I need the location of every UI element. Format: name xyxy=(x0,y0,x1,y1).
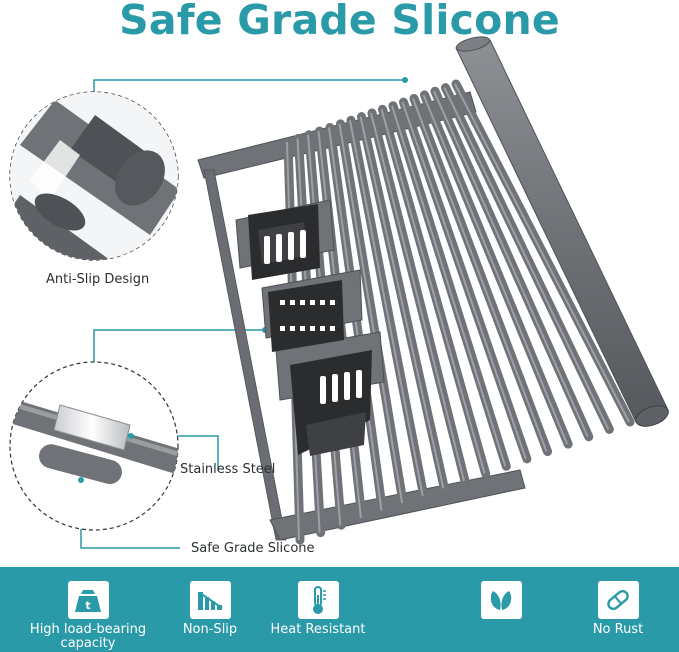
rack-rod-highlight xyxy=(370,112,465,482)
rack-rod-highlight xyxy=(359,116,445,489)
caddy-hole xyxy=(300,326,305,331)
caddy-hole xyxy=(280,326,285,331)
caddy-hole xyxy=(280,300,285,305)
feature-label: High load-bearing capacity xyxy=(29,622,147,651)
caddy-slot xyxy=(344,372,350,400)
silicone-label: Safe Grade Slicone xyxy=(191,541,315,556)
caddy-slot xyxy=(288,232,294,260)
feature-load: t High load-bearing capacity xyxy=(28,581,148,651)
rack-rod-highlight xyxy=(433,90,589,438)
feature-non-slip: Non-Slip xyxy=(150,581,270,637)
stainless-steel-label: Stainless Steel xyxy=(180,462,276,477)
rack-rod-highlight xyxy=(454,83,630,423)
svg-text:t: t xyxy=(85,599,90,612)
weight-icon: t xyxy=(67,581,109,619)
feature-no-rust: No Rust xyxy=(558,581,678,637)
rack-rod-highlight xyxy=(412,98,548,452)
rack-rod-highlight xyxy=(380,109,486,474)
feature-heat: Heat Resistant xyxy=(258,581,378,637)
feature-label: No Rust xyxy=(592,622,644,637)
caddy-hole xyxy=(310,300,315,305)
stainless-steel-callout xyxy=(9,327,268,549)
utensil-caddy xyxy=(235,199,385,456)
caddy-hole xyxy=(330,300,335,305)
rack-rod-highlight xyxy=(349,120,424,496)
dish-drying-rack xyxy=(197,36,669,545)
feature-eco xyxy=(441,581,561,623)
caddy-slot xyxy=(276,234,282,262)
caddy-slot xyxy=(320,376,326,404)
caddy-hole xyxy=(310,326,315,331)
page-title: Safe Grade Slicone xyxy=(119,0,560,44)
feature-bar: t High load-bearing capacity Non-Slip He… xyxy=(0,567,679,652)
caddy-hole xyxy=(320,300,325,305)
pill-icon xyxy=(597,581,639,619)
caddy-hole xyxy=(290,326,295,331)
anti-slip-callout xyxy=(9,77,408,261)
rack-rod-highlight xyxy=(401,101,527,460)
product-illustration xyxy=(9,36,669,549)
feature-label: Non-Slip xyxy=(182,622,238,637)
caddy-slot xyxy=(356,370,362,398)
caddy-hole xyxy=(290,300,295,305)
anti-slip-label: Anti-Slip Design xyxy=(46,272,150,287)
caddy-hole xyxy=(320,326,325,331)
caddy-slot xyxy=(300,230,306,258)
rack-rod-highlight xyxy=(422,94,569,445)
caddy-slot xyxy=(332,374,338,402)
rack-rod-highlight xyxy=(338,123,404,504)
non-slip-icon xyxy=(189,581,231,619)
rack-rod-highlight xyxy=(443,87,610,430)
thermometer-icon xyxy=(297,581,339,619)
caddy-slot xyxy=(264,236,270,264)
feature-label: Heat Resistant xyxy=(270,622,366,637)
rack-rod-highlight xyxy=(391,105,507,467)
caddy-hole xyxy=(300,300,305,305)
caddy-hole xyxy=(330,326,335,331)
leaf-icon xyxy=(480,581,522,619)
